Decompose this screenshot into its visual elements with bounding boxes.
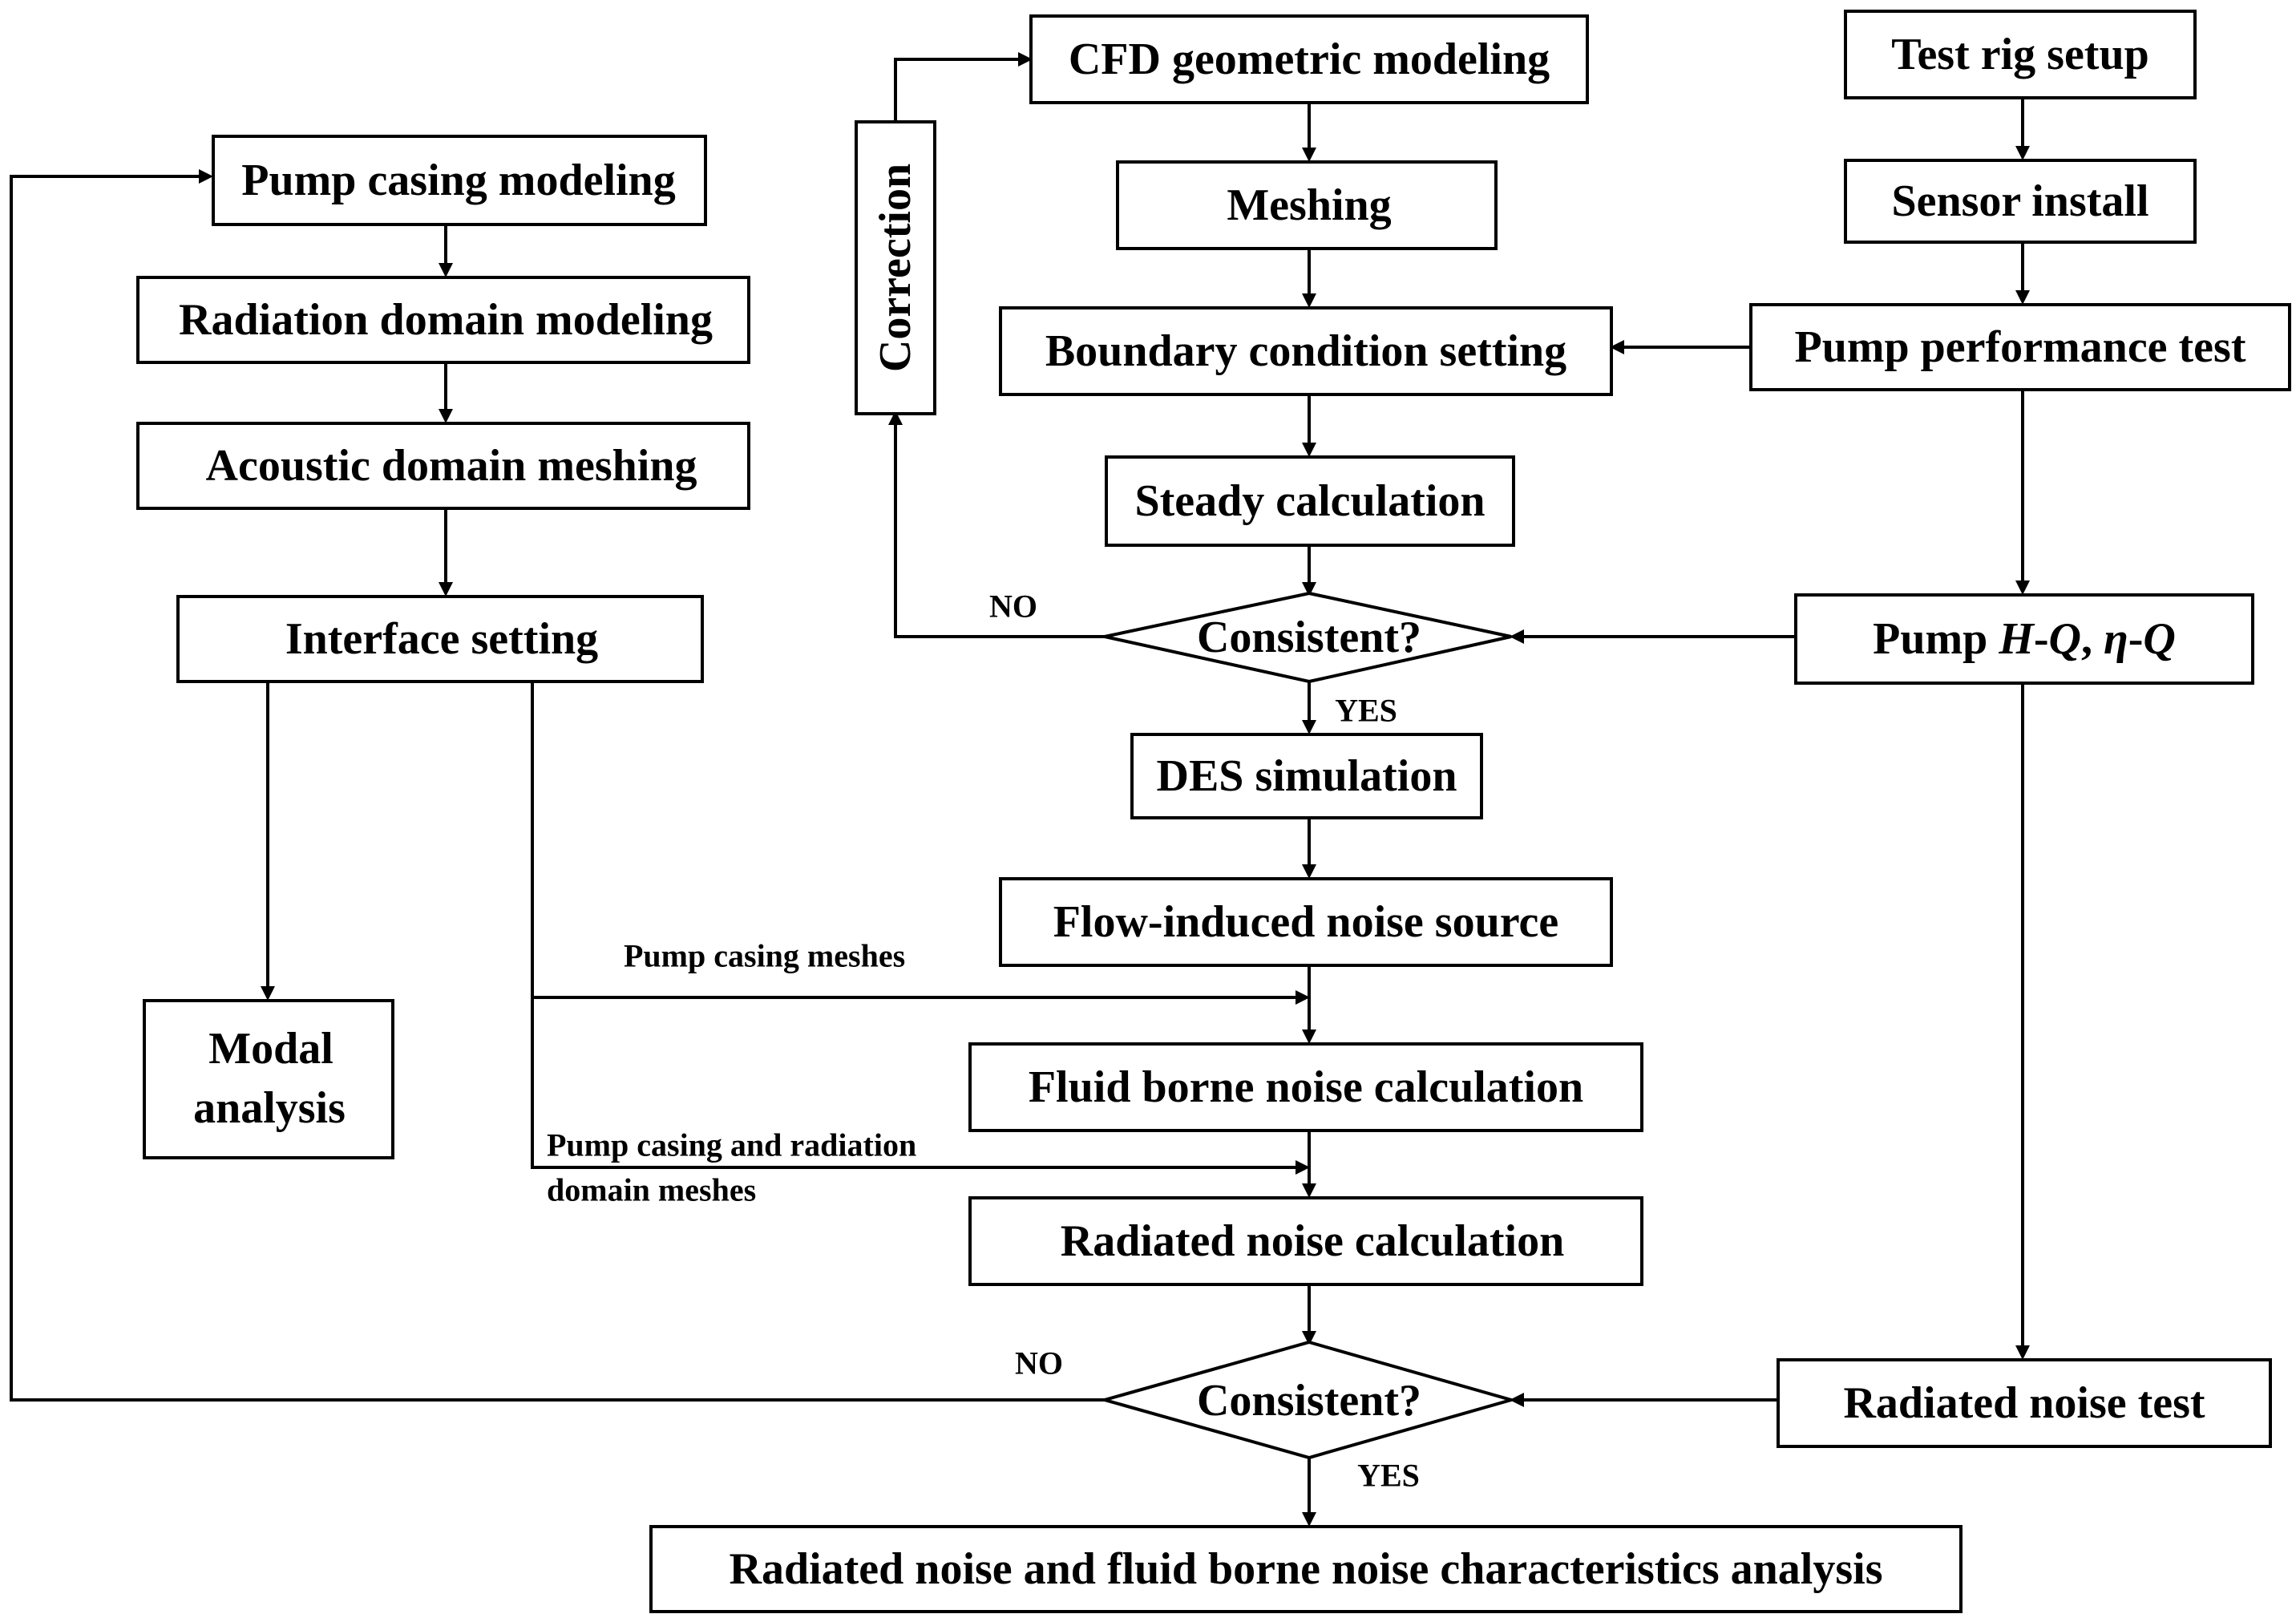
decision-consistent-2-label: Consistent? (1197, 1376, 1421, 1426)
edge-label-yes-1: YES (1335, 693, 1397, 729)
edge-label-casing-radiation-line1: Pump casing and radiation (547, 1127, 916, 1163)
edge-label-yes-2: YES (1357, 1458, 1420, 1494)
node-des-simulation-label: DES simulation (1157, 751, 1457, 801)
arrow-correction-to-cfd (894, 58, 1029, 122)
node-radiation-domain-modeling: Radiation domain modeling (136, 276, 750, 364)
node-flow-induced-noise-source-label: Flow-induced noise source (1053, 897, 1559, 947)
node-interface-setting: Interface setting (176, 595, 704, 683)
node-steady-calculation-label: Steady calculation (1134, 476, 1485, 526)
node-sensor-install: Sensor install (1844, 159, 2197, 244)
node-meshing-label: Meshing (1227, 180, 1391, 230)
node-boundary-condition-label: Boundary condition setting (1045, 326, 1566, 376)
node-pump-hq-eta-q-label: Pump H-Q, η-Q (1873, 614, 2176, 664)
decision-consistent-1: Consistent? (1104, 591, 1512, 684)
node-pump-performance-test-label: Pump performance test (1795, 322, 2246, 372)
node-radiated-noise-calculation: Radiated noise calculation (968, 1196, 1643, 1286)
node-flow-induced-noise-source: Flow-induced noise source (999, 877, 1613, 967)
node-meshing: Meshing (1116, 160, 1498, 250)
node-modal-analysis-line2: analysis (193, 1083, 346, 1133)
node-test-rig-setup-label: Test rig setup (1891, 30, 2149, 79)
node-radiated-noise-test: Radiated noise test (1777, 1358, 2272, 1448)
node-pump-performance-test: Pump performance test (1749, 303, 2291, 391)
node-interface-setting-label: Interface setting (285, 614, 598, 664)
node-radiated-noise-calculation-label: Radiated noise calculation (1061, 1216, 1564, 1266)
node-final-analysis-label: Radiated noise and fluid borne noise cha… (730, 1544, 1883, 1594)
arrowheads (199, 52, 2030, 1527)
node-acoustic-domain-meshing: Acoustic domain meshing (136, 422, 750, 510)
arrow-no1-to-correction (894, 414, 1105, 638)
node-des-simulation: DES simulation (1130, 733, 1483, 819)
edge-label-no-2: NO (1015, 1345, 1063, 1381)
edge-label-casing-radiation-line2: domain meshes (547, 1172, 756, 1208)
node-pump-casing-modeling: Pump casing modeling (212, 135, 707, 226)
node-boundary-condition: Boundary condition setting (999, 306, 1613, 396)
node-radiation-domain-modeling-label: Radiation domain modeling (179, 295, 713, 345)
node-cfd-modeling: CFD geometric modeling (1029, 14, 1589, 104)
node-sensor-install-label: Sensor install (1891, 176, 2148, 226)
node-radiated-noise-test-label: Radiated noise test (1843, 1378, 2205, 1428)
arrow-no2-to-casing (10, 175, 1105, 1402)
decision-consistent-2: Consistent? (1098, 1340, 1518, 1460)
arrow-interface-to-radiated-calc (531, 997, 1307, 1169)
node-fluid-borne-noise-calculation-label: Fluid borne noise calculation (1029, 1062, 1583, 1112)
node-acoustic-domain-meshing-label: Acoustic domain meshing (206, 441, 697, 491)
node-correction: Correction (855, 120, 936, 415)
node-correction-label: Correction (871, 164, 920, 372)
edge-label-casing-meshes: Pump casing meshes (624, 938, 905, 974)
edge-label-no-1: NO (989, 589, 1037, 625)
decision-consistent-1-label: Consistent? (1197, 613, 1421, 662)
node-modal-analysis-line1: Modal (208, 1024, 333, 1074)
node-steady-calculation: Steady calculation (1105, 455, 1515, 547)
node-fluid-borne-noise-calculation: Fluid borne noise calculation (968, 1042, 1643, 1132)
node-pump-casing-modeling-label: Pump casing modeling (241, 156, 675, 205)
node-final-analysis: Radiated noise and fluid borne noise cha… (649, 1525, 1963, 1613)
node-test-rig-setup: Test rig setup (1844, 10, 2197, 99)
node-pump-hq-eta-q: Pump H-Q, η-Q (1794, 593, 2254, 685)
node-modal-analysis: Modal analysis (143, 999, 394, 1159)
node-cfd-modeling-label: CFD geometric modeling (1069, 34, 1550, 84)
